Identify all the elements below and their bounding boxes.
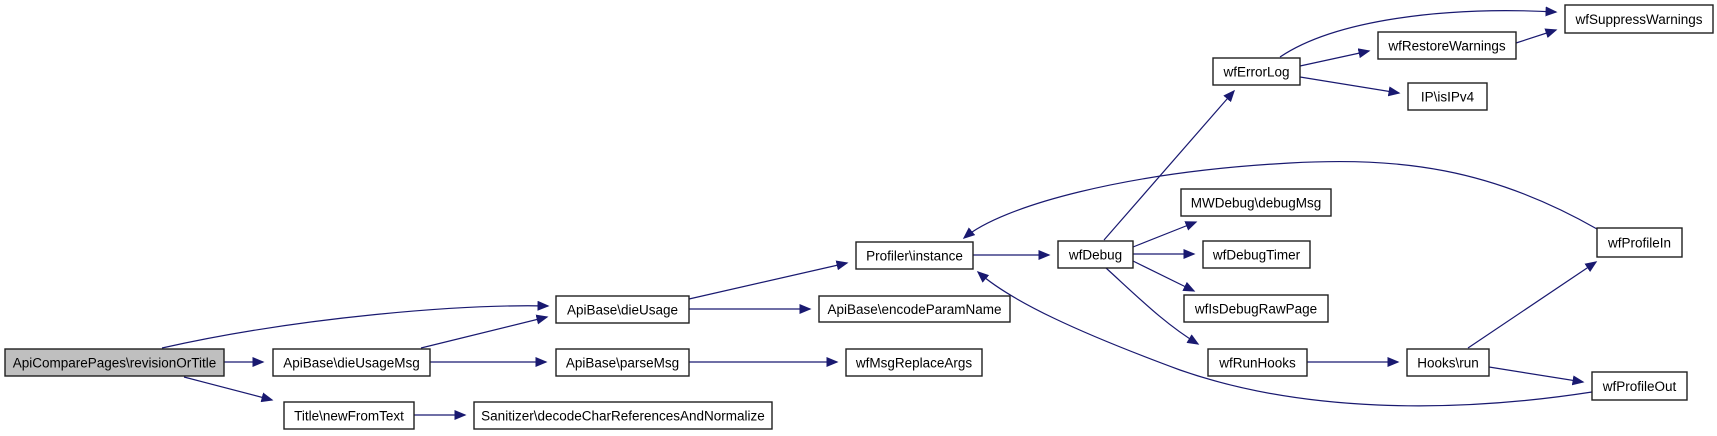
node-ip-is-ipv4[interactable]: IP\isIPv4 bbox=[1407, 82, 1488, 111]
edge-wf-profile-in-to-profiler-instance bbox=[962, 160, 1598, 239]
node-box-api-base-die-usage[interactable] bbox=[555, 295, 690, 324]
node-box-api-base-parse-msg[interactable] bbox=[555, 348, 690, 377]
node-label-sanitizer-decode-char-references-and-normalize[interactable]: Sanitizer\decodeCharReferencesAndNormali… bbox=[481, 408, 765, 423]
node-box-profiler-instance[interactable] bbox=[855, 241, 974, 270]
node-box-title-new-from-text[interactable] bbox=[283, 401, 415, 430]
node-label-wf-msg-replace-args[interactable]: wfMsgReplaceArgs bbox=[855, 355, 973, 370]
edge-wf-error-log-to-wf-restore-warnings bbox=[1299, 48, 1371, 67]
node-api-base-encode-param-name[interactable]: ApiBase\encodeParamName bbox=[818, 295, 1011, 323]
node-box-wf-profile-in[interactable] bbox=[1596, 227, 1683, 258]
edge-api-base-die-usage-msg-to-api-base-die-usage bbox=[420, 314, 549, 349]
node-wf-msg-replace-args[interactable]: wfMsgReplaceArgs bbox=[845, 348, 983, 377]
node-wf-error-log[interactable]: wfErrorLog bbox=[1212, 57, 1301, 86]
node-box-wf-restore-warnings[interactable] bbox=[1377, 31, 1517, 60]
node-label-wf-profile-in[interactable]: wfProfileIn bbox=[1607, 235, 1671, 250]
node-box-wf-run-hooks[interactable] bbox=[1207, 348, 1308, 377]
node-api-base-parse-msg[interactable]: ApiBase\parseMsg bbox=[555, 348, 690, 377]
node-wf-restore-warnings[interactable]: wfRestoreWarnings bbox=[1377, 31, 1517, 60]
edge-wf-error-log-to-wf-suppress-warnings bbox=[1279, 6, 1558, 58]
edge-hooks-run-to-wf-profile-in bbox=[1467, 261, 1598, 349]
node-profiler-instance[interactable]: Profiler\instance bbox=[855, 241, 974, 270]
node-box-wf-debug[interactable] bbox=[1057, 240, 1134, 269]
node-label-profiler-instance[interactable]: Profiler\instance bbox=[866, 248, 963, 263]
node-box-wf-suppress-warnings[interactable] bbox=[1564, 4, 1714, 34]
node-api-base-die-usage-msg[interactable]: ApiBase\dieUsageMsg bbox=[272, 348, 431, 377]
node-wf-debug-timer[interactable]: wfDebugTimer bbox=[1202, 240, 1311, 269]
edge-wf-debug-to-mw-debug-debug-msg bbox=[1132, 221, 1198, 248]
node-hooks-run[interactable]: Hooks\run bbox=[1406, 348, 1490, 377]
edge-wf-debug-to-wf-error-log bbox=[1103, 89, 1235, 241]
node-label-hooks-run[interactable]: Hooks\run bbox=[1417, 355, 1479, 370]
node-label-title-new-from-text[interactable]: Title\newFromText bbox=[294, 408, 404, 423]
node-label-wf-debug[interactable]: wfDebug bbox=[1068, 247, 1122, 262]
node-wf-suppress-warnings[interactable]: wfSuppressWarnings bbox=[1564, 4, 1714, 34]
node-wf-run-hooks[interactable]: wfRunHooks bbox=[1207, 348, 1308, 377]
edge-wf-profile-out-to-profiler-instance bbox=[976, 271, 1593, 407]
node-label-api-base-parse-msg[interactable]: ApiBase\parseMsg bbox=[566, 355, 679, 370]
node-api-base-die-usage[interactable]: ApiBase\dieUsage bbox=[555, 295, 690, 324]
edge-hooks-run-to-wf-profile-out bbox=[1488, 366, 1585, 386]
edge-wf-restore-warnings-to-wf-suppress-warnings bbox=[1515, 28, 1558, 44]
node-sanitizer-decode-char-references-and-normalize[interactable]: Sanitizer\decodeCharReferencesAndNormali… bbox=[473, 401, 773, 430]
node-label-api-base-encode-param-name[interactable]: ApiBase\encodeParamName bbox=[827, 302, 1001, 317]
nodes-layer: ApiComparePages\revisionOrTitle ApiBase\d… bbox=[4, 4, 1714, 430]
edge-api-compare-pages-revision-or-title-to-title-new-from-text bbox=[183, 376, 274, 403]
node-box-wf-error-log[interactable] bbox=[1212, 57, 1301, 86]
node-box-mw-debug-debug-msg[interactable] bbox=[1180, 188, 1332, 217]
edge-wf-debug-to-wf-is-debug-raw-page bbox=[1132, 260, 1196, 292]
node-label-ip-is-ipv4[interactable]: IP\isIPv4 bbox=[1421, 89, 1475, 104]
node-mw-debug-debug-msg[interactable]: MWDebug\debugMsg bbox=[1180, 188, 1332, 217]
edges-layer bbox=[161, 6, 1598, 420]
node-box-hooks-run[interactable] bbox=[1406, 348, 1490, 377]
node-label-wf-run-hooks[interactable]: wfRunHooks bbox=[1218, 355, 1296, 370]
edge-wf-debug-to-wf-run-hooks bbox=[1105, 267, 1200, 345]
node-box-wf-msg-replace-args[interactable] bbox=[845, 348, 983, 377]
node-box-ip-is-ipv4[interactable] bbox=[1407, 82, 1488, 111]
node-api-compare-pages-revision-or-title[interactable]: ApiComparePages\revisionOrTitle bbox=[4, 348, 225, 377]
node-label-mw-debug-debug-msg[interactable]: MWDebug\debugMsg bbox=[1191, 195, 1322, 210]
node-wf-debug[interactable]: wfDebug bbox=[1057, 240, 1134, 269]
node-label-api-base-die-usage[interactable]: ApiBase\dieUsage bbox=[567, 302, 678, 317]
node-label-wf-error-log[interactable]: wfErrorLog bbox=[1222, 64, 1289, 79]
node-box-wf-debug-timer[interactable] bbox=[1202, 240, 1311, 269]
node-label-wf-debug-timer[interactable]: wfDebugTimer bbox=[1212, 247, 1301, 262]
node-box-api-base-encode-param-name[interactable] bbox=[818, 295, 1011, 323]
node-wf-profile-in[interactable]: wfProfileIn bbox=[1596, 227, 1683, 258]
node-box-sanitizer-decode-char-references-and-normalize[interactable] bbox=[473, 401, 773, 430]
node-label-wf-suppress-warnings[interactable]: wfSuppressWarnings bbox=[1574, 12, 1702, 27]
node-label-wf-restore-warnings[interactable]: wfRestoreWarnings bbox=[1387, 38, 1506, 53]
node-box-api-compare-pages-revision-or-title[interactable] bbox=[4, 348, 225, 377]
edge-api-base-die-usage-to-profiler-instance bbox=[688, 260, 849, 300]
node-box-api-base-die-usage-msg[interactable] bbox=[272, 348, 431, 377]
node-box-wf-profile-out[interactable] bbox=[1591, 371, 1688, 401]
node-box-wf-is-debug-raw-page[interactable] bbox=[1183, 294, 1329, 323]
edge-wf-error-log-to-ip-is-ipv4 bbox=[1299, 76, 1401, 97]
edge-api-compare-pages-revision-or-title-to-api-base-die-usage bbox=[161, 300, 550, 349]
node-wf-profile-out[interactable]: wfProfileOut bbox=[1591, 371, 1688, 401]
node-label-api-base-die-usage-msg[interactable]: ApiBase\dieUsageMsg bbox=[283, 355, 420, 370]
node-label-api-compare-pages-revision-or-title[interactable]: ApiComparePages\revisionOrTitle bbox=[13, 355, 217, 370]
node-label-wf-profile-out[interactable]: wfProfileOut bbox=[1602, 379, 1677, 394]
node-label-wf-is-debug-raw-page[interactable]: wfIsDebugRawPage bbox=[1194, 301, 1317, 316]
node-title-new-from-text[interactable]: Title\newFromText bbox=[283, 401, 415, 430]
node-wf-is-debug-raw-page[interactable]: wfIsDebugRawPage bbox=[1183, 294, 1329, 323]
